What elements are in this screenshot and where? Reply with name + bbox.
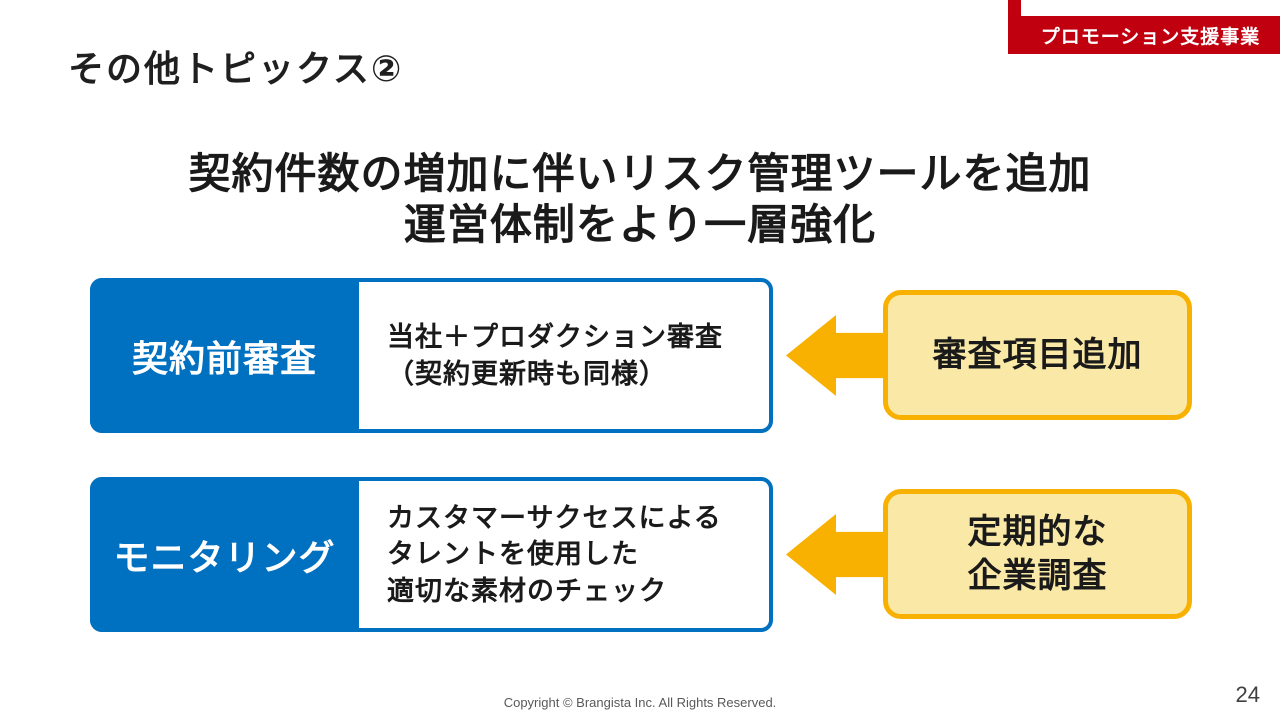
left-arrow-icon [786, 315, 886, 396]
highlight-box: 定期的な 企業調査 [883, 489, 1192, 619]
process-row-monitoring: モニタリング カスタマーサクセスによる タレントを使用した 適切な素材のチェック… [0, 477, 1280, 632]
category-ribbon: プロモーション支援事業 [1021, 16, 1280, 54]
ribbon-tab [1008, 0, 1021, 54]
process-label: 契約前審査 [90, 278, 359, 433]
page-number: 24 [1235, 682, 1260, 707]
process-box: 契約前審査 当社＋プロダクション審査 （契約更新時も同様） [90, 278, 773, 433]
process-label: モニタリング [90, 477, 359, 632]
heading-line-1: 契約件数の増加に伴いリスク管理ツールを追加 [188, 150, 1092, 197]
left-arrow-icon [786, 514, 886, 595]
process-row-pre-contract: 契約前審査 当社＋プロダクション審査 （契約更新時も同様） 審査項目追加 [0, 278, 1280, 433]
process-description: 当社＋プロダクション審査 （契約更新時も同様） [387, 322, 723, 389]
process-description: カスタマーサクセスによる タレントを使用した 適切な素材のチェック [387, 503, 722, 606]
footer-copyright: Copyright © Brangista Inc. All Rights Re… [503, 695, 777, 710]
process-box: モニタリング カスタマーサクセスによる タレントを使用した 適切な素材のチェック [90, 477, 773, 632]
page-title: その他トピックス② [68, 48, 404, 89]
main-heading: 契約件数の増加に伴いリスク管理ツールを追加 運営体制をより一層強化 [0, 148, 1280, 250]
heading-line-2: 運営体制をより一層強化 [403, 201, 877, 249]
highlight-box: 審査項目追加 [883, 290, 1192, 420]
